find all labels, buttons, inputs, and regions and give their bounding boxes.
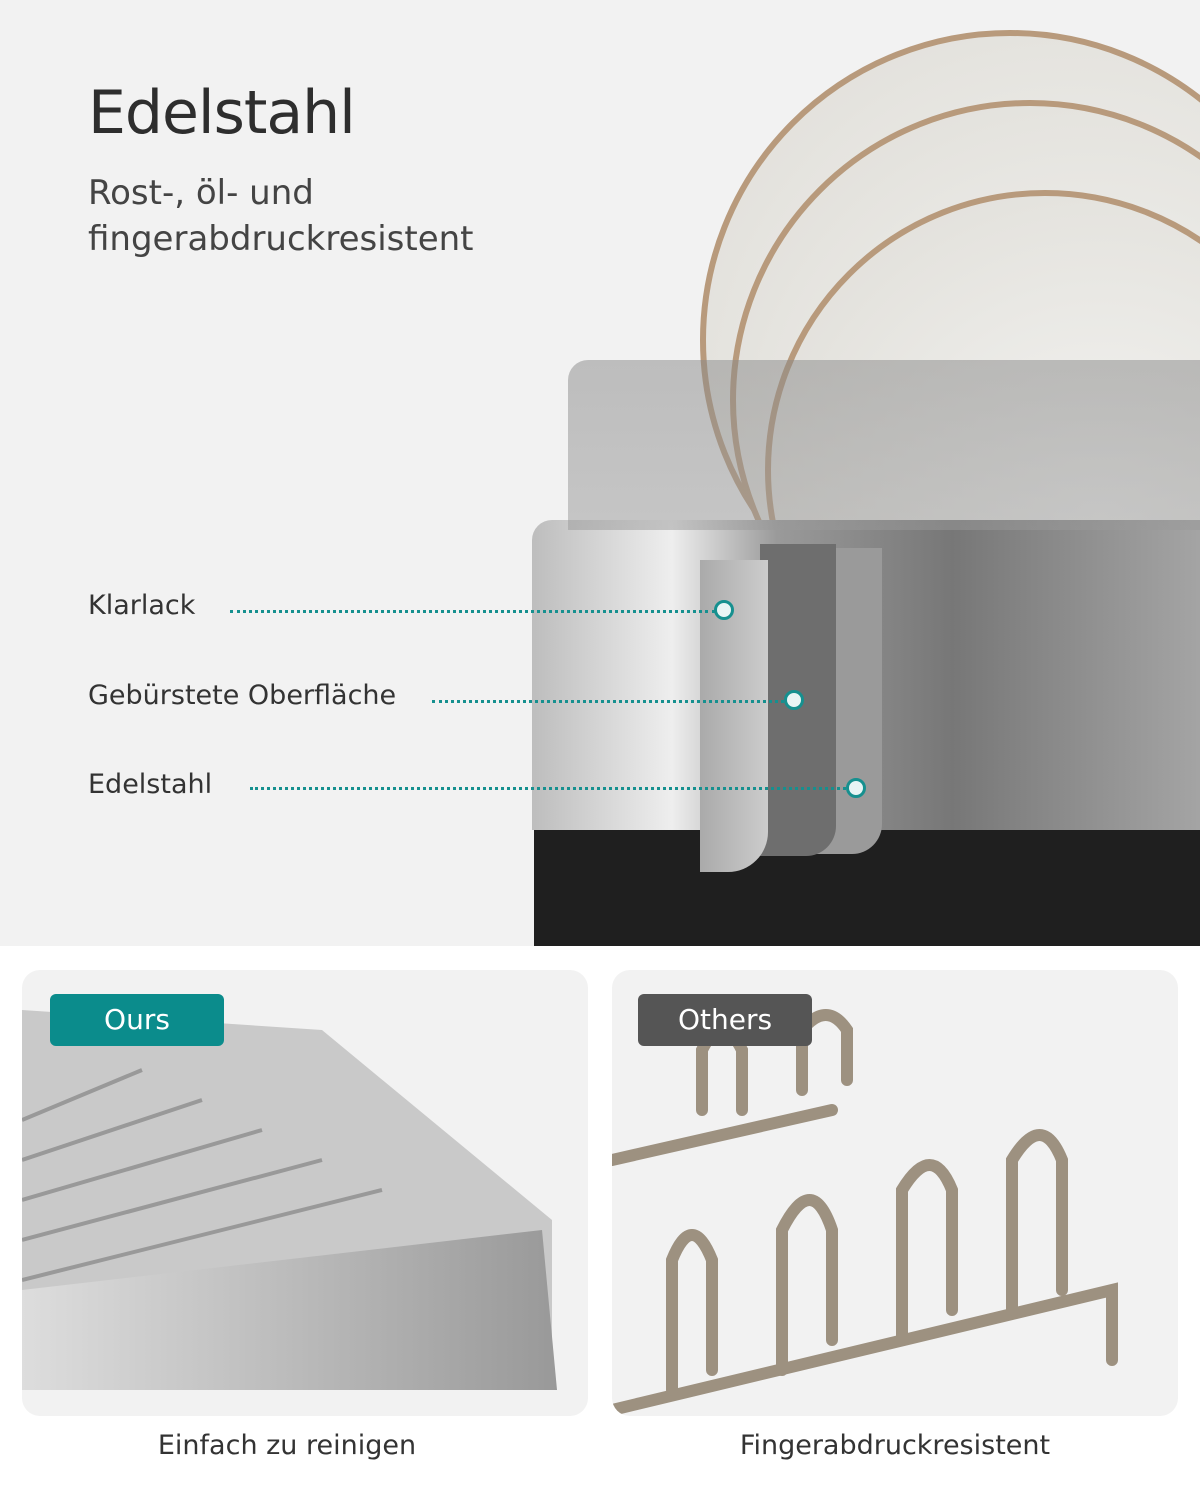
layer-label-brushed: Gebürstete Oberfläche — [88, 680, 397, 711]
others-caption: Fingerabdruckresistent — [739, 1430, 1051, 1461]
ours-card: Ours — [22, 970, 588, 1416]
page-title: Edelstahl — [88, 78, 356, 148]
leader-line — [250, 787, 846, 790]
tray-inner — [568, 360, 1200, 530]
layer-clearcoat — [700, 560, 768, 872]
ours-caption: Einfach zu reinigen — [157, 1430, 417, 1461]
others-card: Others — [612, 970, 1178, 1416]
marker-dot — [714, 600, 734, 620]
leader-line — [432, 700, 784, 703]
ours-badge: Ours — [50, 994, 224, 1046]
hero-section: Edelstahl Rost-, öl- und fingerabdruckre… — [0, 0, 1200, 946]
layer-label-klarlack: Klarlack — [88, 590, 196, 621]
leader-line — [230, 610, 715, 613]
layer-label-steel: Edelstahl — [88, 769, 213, 800]
ours-rack-image — [22, 1010, 557, 1390]
marker-dot — [846, 778, 866, 798]
subtitle: Rost-, öl- und fingerabdruckresistent — [88, 173, 474, 259]
others-rack-image — [612, 1009, 1118, 1416]
others-badge: Others — [638, 994, 812, 1046]
marker-dot — [784, 690, 804, 710]
